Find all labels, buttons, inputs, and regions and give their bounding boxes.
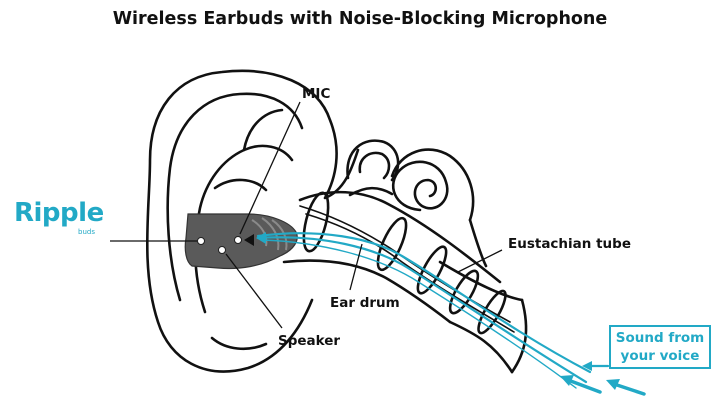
cochlea	[391, 160, 449, 212]
tube-ring	[302, 191, 330, 253]
sound-from-voice-box: Sound from your voice	[609, 325, 711, 369]
label-ear-drum: Ear drum	[330, 295, 400, 311]
leader-speaker	[225, 253, 283, 329]
leader-eustachian	[457, 249, 503, 273]
leader-mic	[239, 101, 301, 235]
sound-wave	[256, 232, 592, 374]
lobe-inner	[210, 336, 268, 351]
sound-arrow	[566, 378, 602, 394]
tube-ring	[416, 245, 448, 295]
ripple-logo: Ripple buds	[14, 198, 104, 244]
label-speaker: Speaker	[278, 333, 341, 349]
label-eustachian-tube: Eustachian tube	[508, 236, 631, 252]
ear-canal-bottom-wall	[282, 259, 452, 324]
sound-wave	[261, 239, 577, 389]
ear-canal-top-wall	[298, 190, 502, 284]
inner-ear-outline	[348, 186, 488, 268]
leader-eardrum	[349, 243, 363, 291]
logo-name: Ripple	[14, 198, 104, 228]
semicircular-canals	[346, 139, 475, 222]
sound-box-line2: your voice	[620, 348, 700, 364]
label-mic: MIC	[302, 86, 331, 102]
eustachian-tube-bottom	[448, 320, 514, 374]
logo-subtext: buds	[78, 228, 95, 236]
sound-box-line1: Sound from	[615, 330, 705, 346]
earbud-sensor-dot	[197, 237, 205, 245]
eustachian-tube-end	[510, 298, 528, 374]
ear-drum	[305, 213, 515, 333]
antihelix-branch	[242, 108, 284, 152]
helix-fold	[166, 92, 304, 302]
tube-ring	[376, 216, 408, 272]
sound-arrow	[612, 382, 646, 396]
sound-arrow-head	[256, 232, 266, 244]
outer-ear-outline	[145, 69, 360, 373]
sound-wave	[256, 236, 588, 384]
mic-dot	[234, 236, 242, 244]
tube-ring	[448, 269, 480, 315]
diagram-title: Wireless Earbuds with Noise-Blocking Mic…	[112, 9, 608, 29]
concha-upper	[213, 178, 268, 192]
speaker-dot	[218, 246, 226, 254]
eustachian-tube-top	[438, 260, 524, 302]
